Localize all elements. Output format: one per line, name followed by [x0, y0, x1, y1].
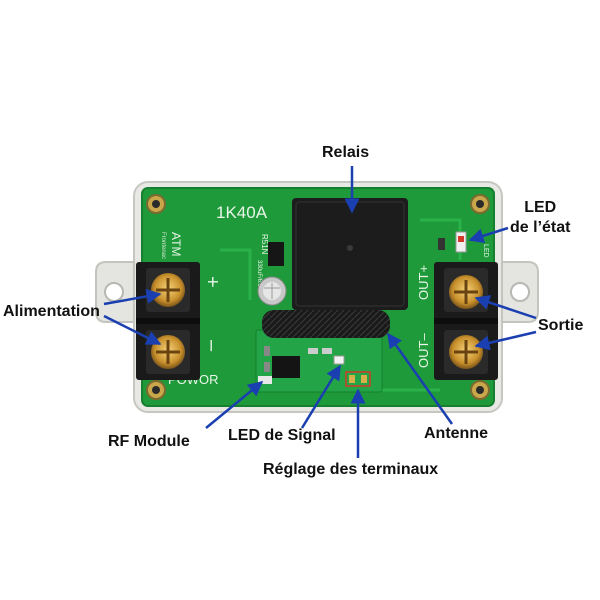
- power-minus-sign: –: [201, 340, 223, 352]
- relay: [292, 198, 408, 310]
- out-minus-text: OUT–: [416, 333, 431, 368]
- label-led-signal: LED de Signal: [228, 427, 336, 444]
- arrow-sortie-1: [474, 295, 537, 320]
- label-led-etat: LED de l’état: [510, 198, 570, 238]
- arrow-alimentation-2: [103, 314, 162, 346]
- brand-subtext: Frontenac: [160, 232, 166, 259]
- out-plus-text: OUT+: [416, 265, 431, 300]
- rf-module: [255, 329, 383, 393]
- resistor-text: R51N: [260, 234, 269, 255]
- antenna-coil: [262, 310, 390, 338]
- label-led-etat-line1: LED: [524, 199, 557, 216]
- power-plus-sign: +: [201, 276, 223, 288]
- label-led-etat-line2: de l’état: [510, 219, 571, 236]
- arrow-sortie-2: [474, 330, 537, 351]
- label-sortie: Sortie: [538, 317, 584, 334]
- output-terminal-block: [434, 262, 498, 380]
- capacitor: [257, 276, 287, 306]
- brand-text: ATM: [169, 232, 183, 256]
- status-led-text: LED: [482, 244, 489, 258]
- arrow-antenne: [386, 332, 454, 425]
- arrow-led-signal: [300, 364, 342, 429]
- terminal-setting-pads: [345, 371, 371, 387]
- label-antenne: Antenne: [424, 425, 488, 442]
- signal-led: [333, 355, 345, 365]
- capacitor-text: 330uF/6.3V: [256, 260, 262, 291]
- callout-arrows: [103, 166, 537, 458]
- arrow-led-etat: [468, 226, 509, 244]
- label-rf-module: RF Module: [108, 433, 190, 450]
- arrow-alimentation-1: [103, 288, 162, 306]
- rf-chip: [272, 356, 300, 378]
- pcb-mounting-holes: [146, 194, 490, 400]
- mounting-hole-right: [510, 282, 530, 302]
- mounting-hole-left: [104, 282, 124, 302]
- power-terminal-block: [136, 262, 200, 380]
- status-led: [438, 231, 467, 253]
- label-alimentation: Alimentation: [3, 303, 100, 320]
- arrow-rf-module: [205, 381, 264, 429]
- label-reglage: Réglage des terminaux: [263, 461, 439, 478]
- resistor-component: [268, 242, 284, 266]
- label-relais: Relais: [322, 144, 370, 161]
- board-model-text: 1K40A: [216, 203, 268, 222]
